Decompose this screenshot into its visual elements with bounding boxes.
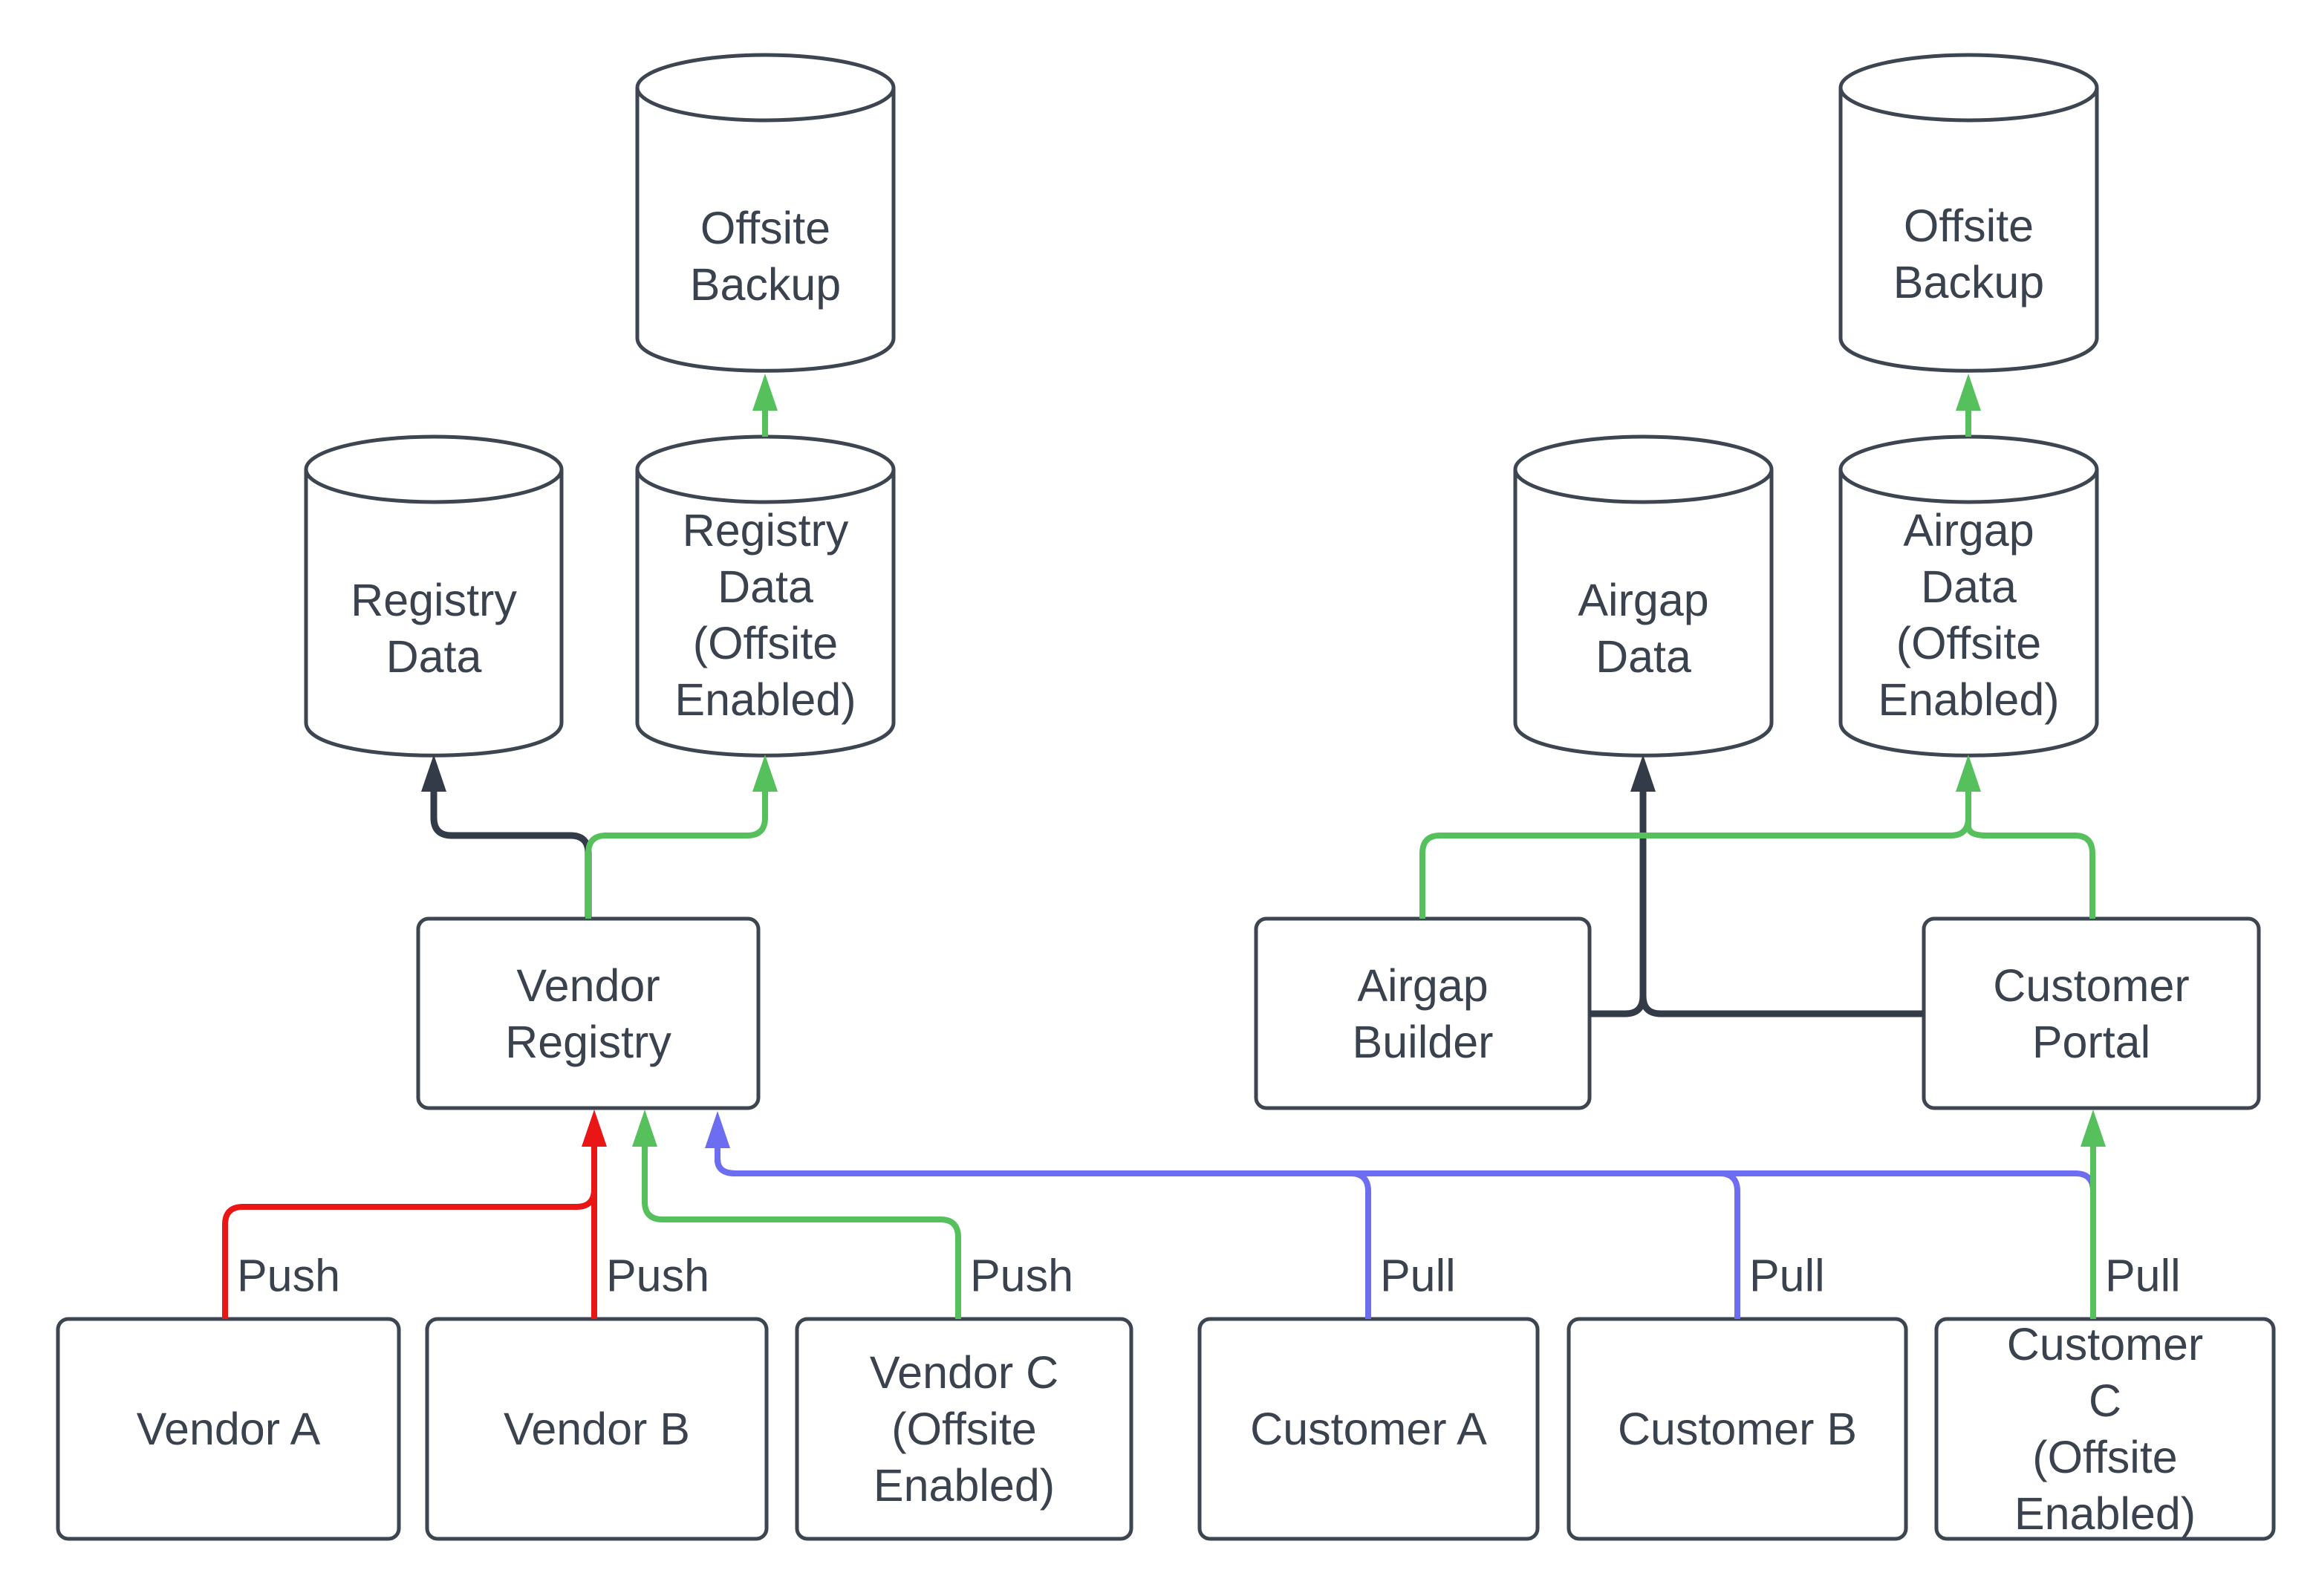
airgap-builder-to-airgap-data-offsite-arrowhead <box>1956 755 1981 792</box>
airgap-builder-to-airgap-data-edge <box>1590 789 1647 1017</box>
vendor-a-shape <box>56 1317 401 1541</box>
registry-data-offsite-to-offsite-backup-left-arrowhead <box>752 374 778 411</box>
airgap-data-offsite-shape <box>1838 434 2099 758</box>
customer-c-to-vendor-registry-arrowhead <box>705 1111 730 1148</box>
vendor-c-to-vendor-registry-edge <box>642 1144 961 1319</box>
customer-portal-to-airgap-data-offsite-edge <box>1965 817 2095 919</box>
airgap-data-shape <box>1513 434 1774 758</box>
vendor-b-to-vendor-registry-arrowhead <box>582 1110 607 1147</box>
customer-b-shape <box>1567 1317 1908 1541</box>
vendor-registry-to-registry-data-edge <box>430 789 592 919</box>
customer-c-to-customer-portal-arrowhead <box>2081 1110 2106 1147</box>
vendor-b-shape <box>425 1317 769 1541</box>
vendor-registry-to-registry-data-offsite-edge <box>585 789 768 919</box>
vendor-registry-to-registry-data-offsite-arrowhead <box>752 755 778 792</box>
airgap-data-offsite-to-offsite-backup-right-arrowhead <box>1956 374 1981 411</box>
customer-portal-to-airgap-data-edge <box>1639 817 1924 1017</box>
customer-portal-shape <box>1922 916 2261 1110</box>
registry-data-offsite-shape <box>635 434 896 758</box>
offsite-backup-left-shape <box>635 53 896 373</box>
vendor-c-shape <box>795 1317 1133 1541</box>
vendor-c-to-vendor-registry-arrowhead <box>632 1110 657 1147</box>
airgap-builder-shape <box>1254 916 1592 1110</box>
customer-c-to-vendor-registry-edge <box>715 1145 2096 1319</box>
vendor-registry-shape <box>416 916 761 1110</box>
airgap-builder-to-airgap-data-offsite-edge <box>1419 789 1971 919</box>
registry-data-shape <box>304 434 564 758</box>
customer-c-shape <box>1934 1317 2276 1541</box>
offsite-backup-right-shape <box>1838 53 2099 373</box>
airgap-builder-to-airgap-data-arrowhead <box>1630 755 1656 792</box>
vendor-registry-to-registry-data-arrowhead <box>421 755 446 792</box>
customer-a-shape <box>1197 1317 1540 1541</box>
vendor-a-to-vendor-registry-edge <box>222 1144 597 1319</box>
